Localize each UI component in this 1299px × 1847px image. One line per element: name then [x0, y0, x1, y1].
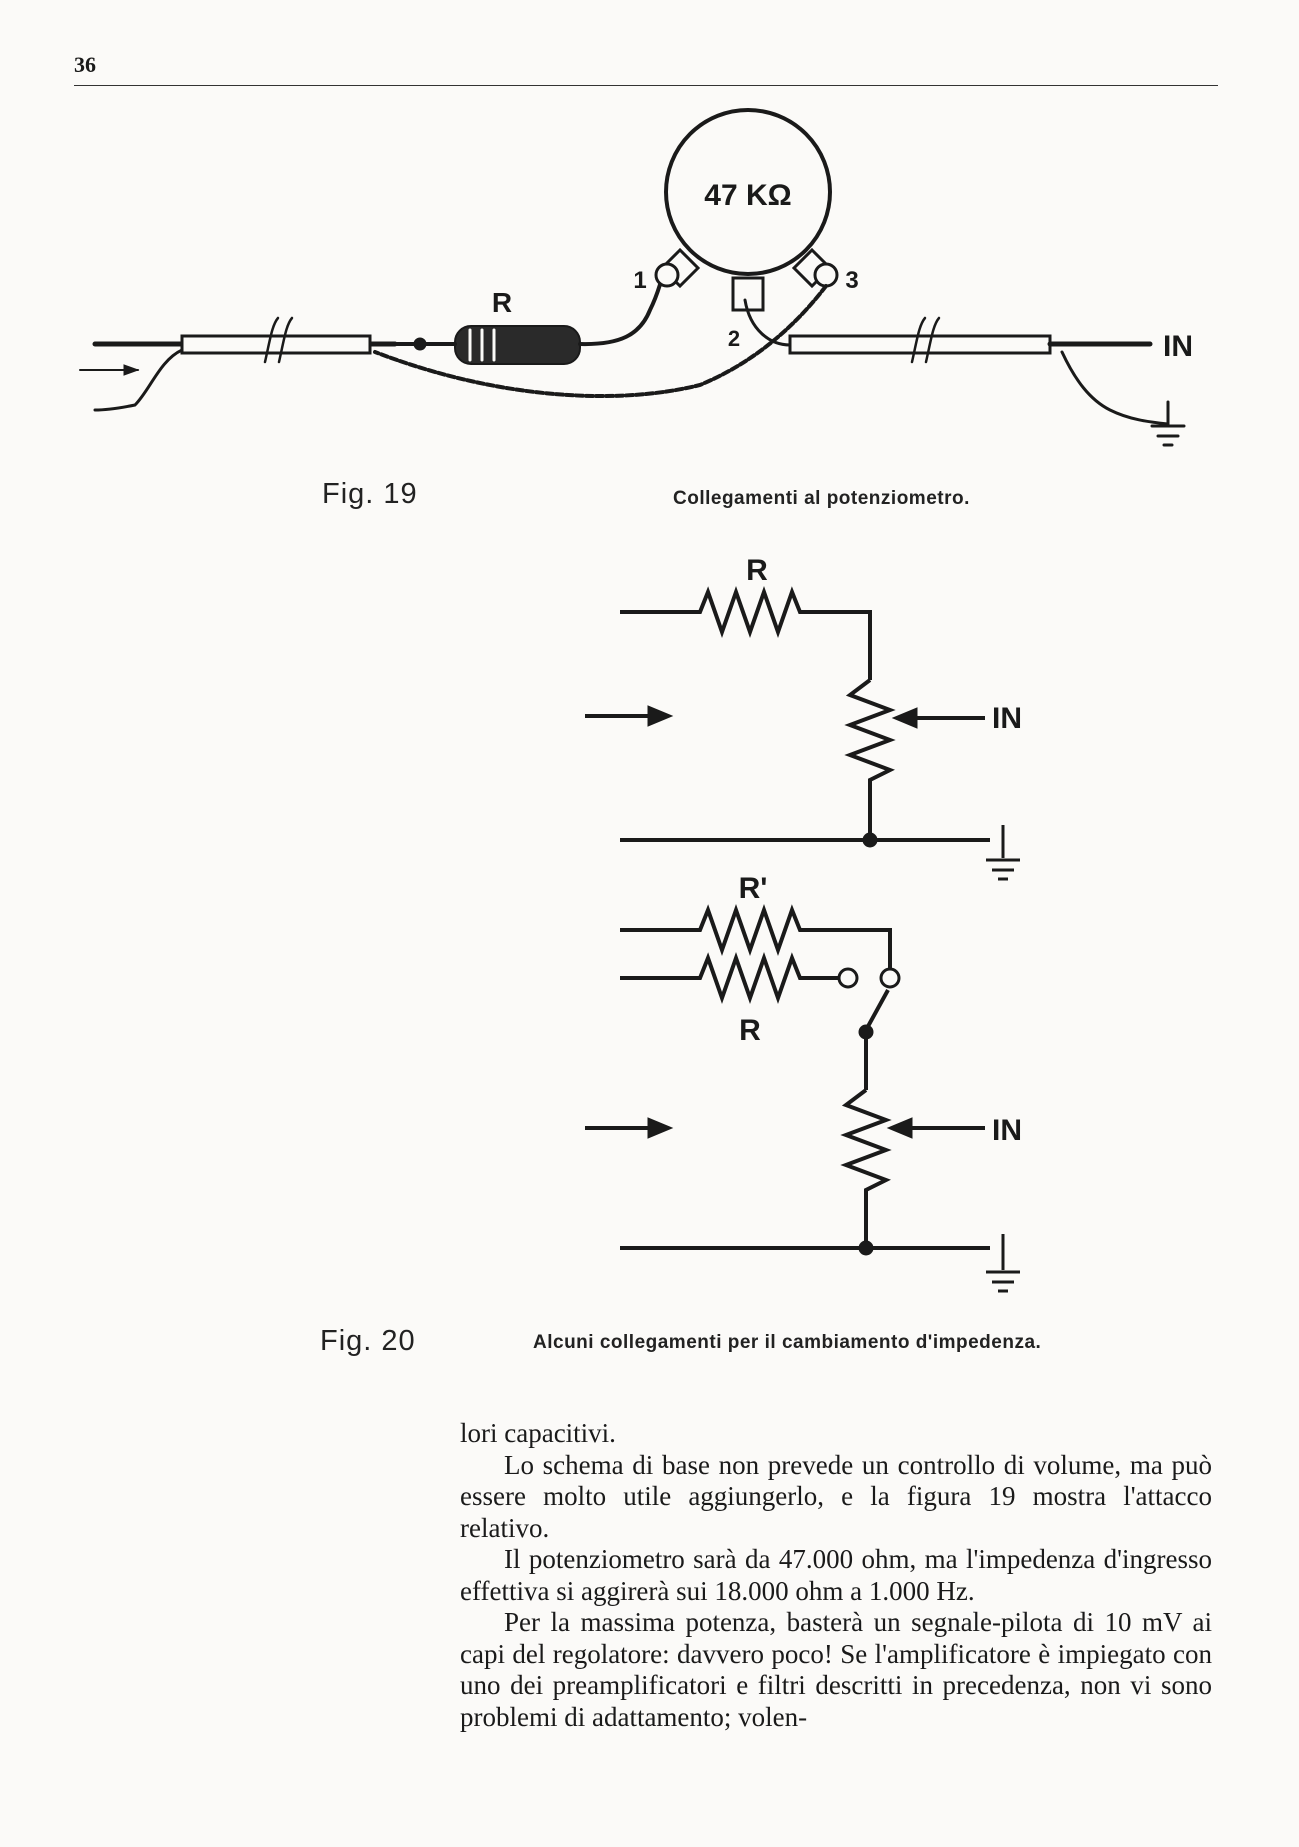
right-shielded-cable	[788, 316, 1186, 447]
fig20-bottom-schematic	[585, 903, 1020, 1293]
pin1-label: 1	[633, 267, 646, 294]
fig19-drawing	[79, 108, 1186, 447]
fig20-r-bottom-label: R	[739, 1014, 761, 1047]
potentiometer	[373, 108, 839, 399]
figures-canvas: 47 KΩ R 1 2 3 IN R IN	[79, 108, 1193, 1293]
fig20-top-schematic	[585, 585, 1020, 881]
left-shielded-cable	[79, 316, 398, 412]
page-number: 36	[74, 52, 96, 77]
pin3-label: 3	[845, 267, 858, 294]
paragraph: Per la massima potenza, basterà un segna…	[460, 1607, 1212, 1732]
pot-value-label: 47 KΩ	[704, 179, 791, 212]
fig19-resistor-label: R	[492, 287, 512, 318]
pin2-label: 2	[728, 326, 740, 351]
paragraph: Lo schema di base non prevede un control…	[460, 1449, 1212, 1543]
fig19-resistor	[393, 270, 667, 365]
fig20-in-top-label: IN	[992, 702, 1022, 735]
fig20-label: Fig. 20	[320, 1325, 416, 1357]
fig20-r-top-label: R	[746, 554, 768, 587]
fig19-caption: Collegamenti al potenziometro.	[673, 488, 970, 509]
fig20-caption: Alcuni collegamenti per il cambiamento d…	[533, 1332, 1042, 1353]
fig19-label: Fig. 19	[322, 478, 418, 510]
fig20-in-bottom-label: IN	[992, 1114, 1022, 1147]
fig19-in-label: IN	[1163, 330, 1193, 363]
fig20-r-prime-label: R'	[739, 872, 768, 905]
body-text: lori capacitivi. Lo schema di base non p…	[460, 1418, 1212, 1733]
header-rule	[74, 85, 1218, 86]
paragraph: lori capacitivi.	[460, 1418, 616, 1448]
paragraph: Il potenziometro sarà da 47.000 ohm, ma …	[460, 1544, 1212, 1606]
